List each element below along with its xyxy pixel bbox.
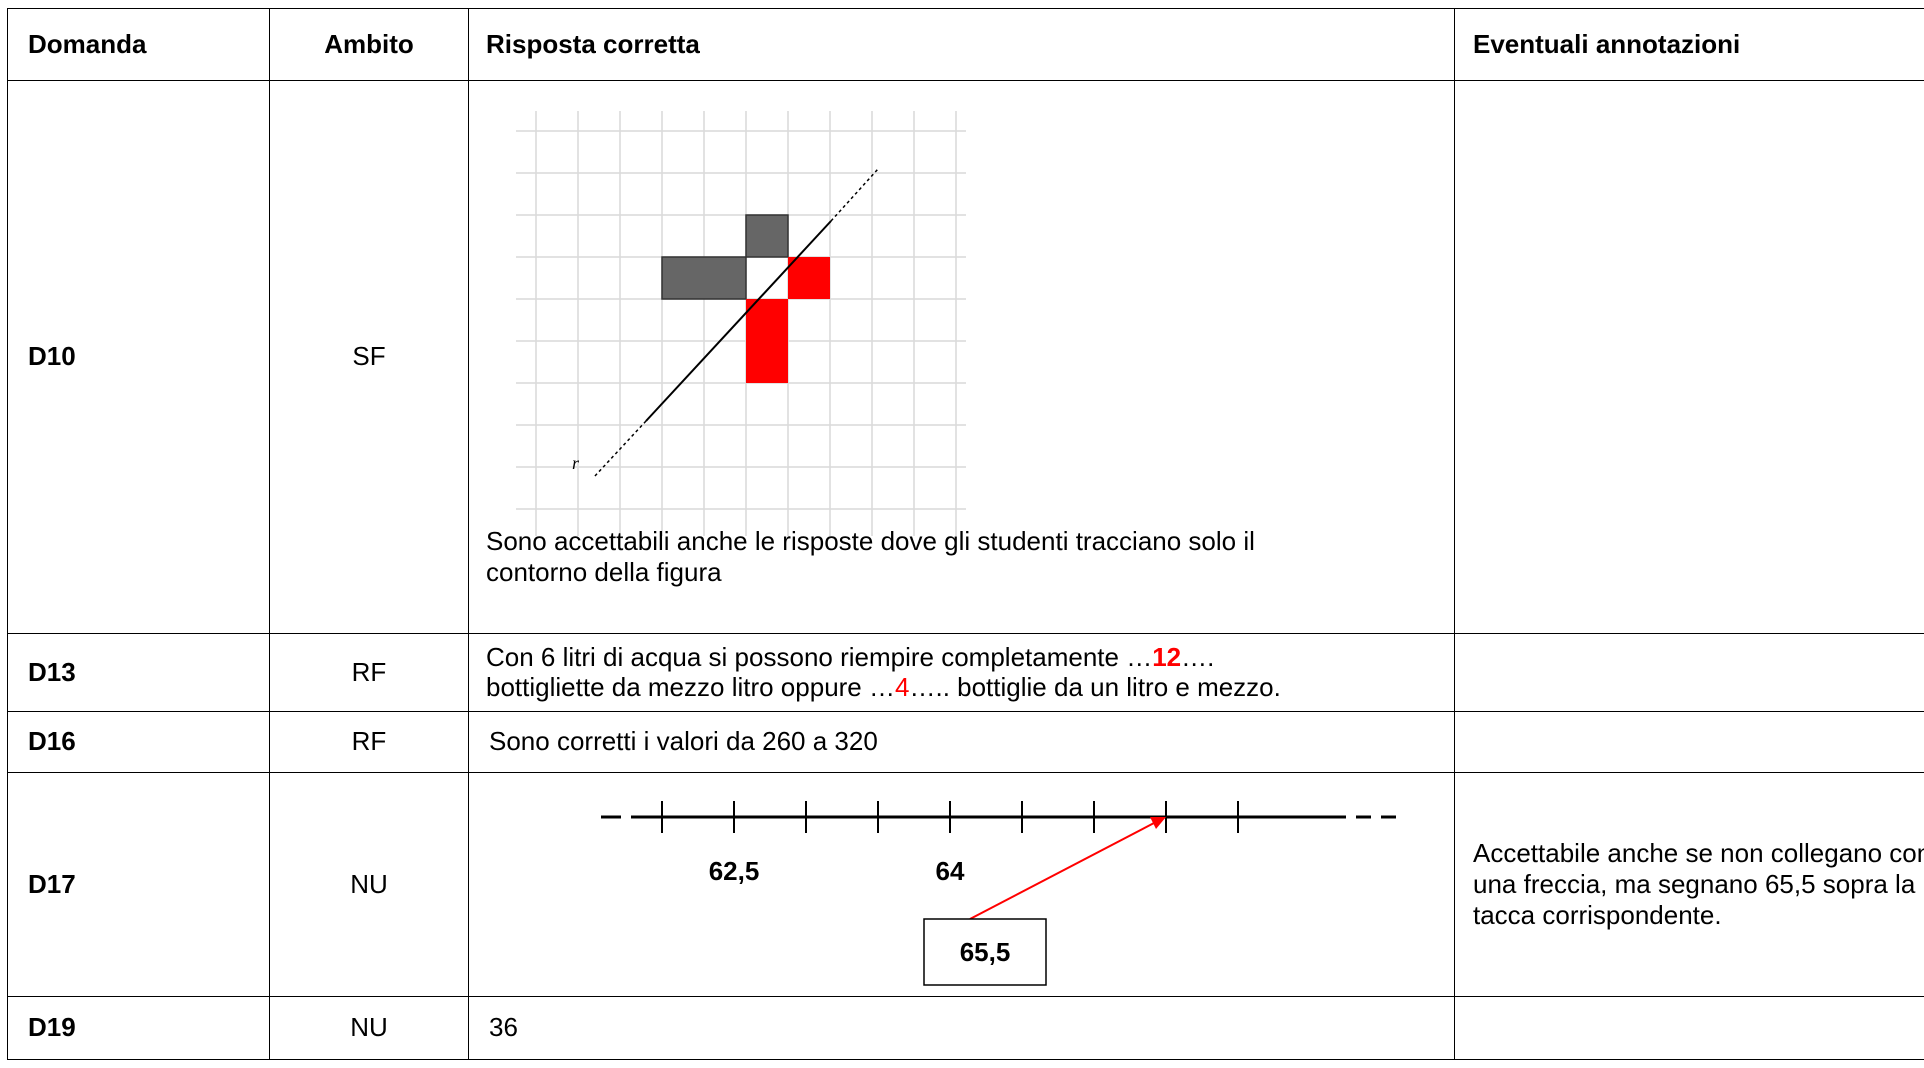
table-row: D17 NU — [7, 772, 1924, 997]
tick-label-64: 64 — [936, 856, 965, 886]
annotazioni-cell — [1454, 80, 1924, 634]
symmetry-grid-svg: r — [516, 111, 966, 536]
header-row: Domanda Ambito Risposta corretta Eventua… — [7, 8, 1924, 81]
number-line-svg: 62,5 64 65,5 — [601, 801, 1396, 986]
risposta-part-c: bottigliette da mezzo litro oppure … — [486, 671, 895, 702]
risposta-cell: 36 — [468, 996, 1455, 1060]
risposta-part-b: …. — [1181, 641, 1215, 672]
risposta-cell: Sono corretti i valori da 260 a 320 — [468, 711, 1455, 773]
annotazioni-cell: Accettabile anche se non collegano con u… — [1454, 772, 1924, 997]
annotazioni-cell — [1454, 711, 1924, 773]
answer-value-1: 12 — [1152, 641, 1182, 672]
header-ambito: Ambito — [269, 8, 469, 81]
annotazioni-cell — [1454, 633, 1924, 712]
answer-box-label: 65,5 — [960, 937, 1011, 967]
answer-arrow-head — [1150, 817, 1166, 829]
domanda-cell: D17 — [7, 772, 270, 997]
ambito-cell: NU — [269, 772, 469, 997]
table-row: D10 SF — [7, 80, 1924, 634]
risposta-part-d: ….. bottiglie da un litro e mezzo. — [909, 671, 1281, 702]
grid-lines — [516, 111, 966, 536]
domanda-cell: D16 — [7, 711, 270, 773]
ambito-cell: NU — [269, 996, 469, 1060]
answer-arrow — [969, 822, 1155, 920]
answer-value-2: 4 — [895, 671, 910, 702]
answer-box — [923, 918, 1047, 986]
risposta-part-a: Con 6 litri di acqua si possono riempire… — [486, 641, 1153, 672]
table-row: D16 RF Sono corretti i valori da 260 a 3… — [7, 711, 1924, 773]
header-annotazioni: Eventuali annotazioni — [1454, 8, 1924, 81]
tick-label-62-5: 62,5 — [709, 856, 760, 886]
ambito-cell: RF — [269, 711, 469, 773]
annotazioni-cell — [1454, 996, 1924, 1060]
risposta-cell: r Sono accettabili anche le risposte dov… — [468, 80, 1455, 634]
table-row: D19 NU 36 — [7, 996, 1924, 1060]
risposta-cell: Con 6 litri di acqua si possono riempire… — [468, 633, 1455, 712]
ambito-cell: SF — [269, 80, 469, 634]
table-row: D13 RF Con 6 litri di acqua si possono r… — [7, 633, 1924, 712]
symmetry-axis-solid — [645, 220, 832, 422]
ticks — [661, 801, 1239, 833]
symmetry-figure: r Sono accettabili anche le risposte dov… — [486, 111, 1454, 588]
axis-label-r: r — [572, 453, 580, 473]
header-risposta: Risposta corretta — [468, 8, 1455, 81]
domanda-cell: D19 — [7, 996, 270, 1060]
risposta-note: Sono accettabili anche le risposte dove … — [486, 526, 1255, 588]
number-line — [601, 801, 1396, 833]
answer-table: Domanda Ambito Risposta corretta Eventua… — [7, 8, 1924, 1060]
symmetry-axis-dashed-top — [830, 168, 879, 222]
gray-shape — [661, 214, 789, 300]
ambito-cell: RF — [269, 633, 469, 712]
symmetry-axis-dashed-bottom — [593, 420, 647, 478]
red-shape — [746, 257, 830, 383]
domanda-cell: D10 — [7, 80, 270, 634]
risposta-cell: 62,5 64 65,5 — [468, 772, 1455, 997]
domanda-cell: D13 — [7, 633, 270, 712]
header-domanda: Domanda — [7, 8, 270, 81]
